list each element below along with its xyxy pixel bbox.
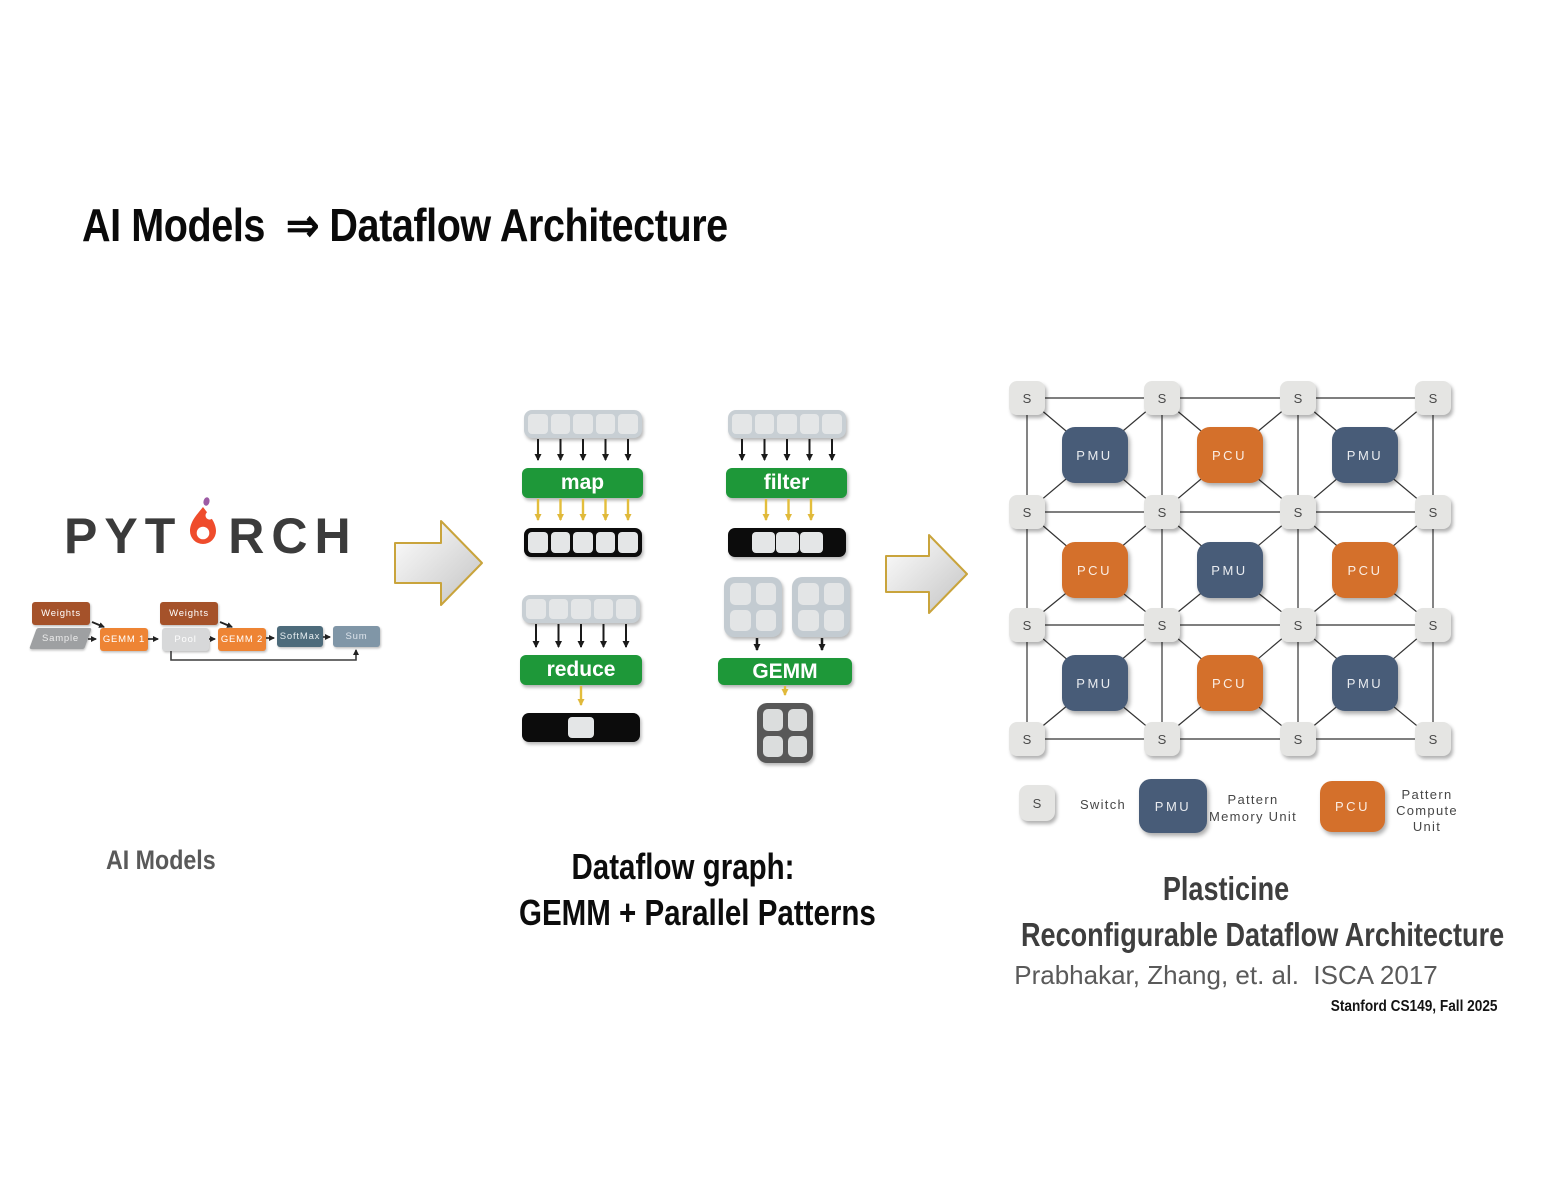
pcu-unit-r0c1: PCU: [1196, 427, 1263, 483]
pipeline-node-gemm2: GEMM 2: [218, 628, 266, 651]
right-arrow-shape-1: [394, 520, 483, 606]
filter-op-box: filter: [726, 468, 847, 498]
switch-node-r1c1: S: [1144, 495, 1180, 529]
switch-node-r2c0: S: [1009, 608, 1045, 642]
switch-node-r0c2: S: [1280, 381, 1316, 415]
gemm-op-box: GEMM: [718, 658, 852, 685]
legend-pcu-box: PCU: [1320, 781, 1385, 832]
pytorch-logo-text-left: PYT: [64, 508, 183, 564]
map-input-arrows: [534, 439, 632, 461]
reduce-output-arrow: [577, 686, 585, 706]
legend-pmu-label: Pattern Memory Unit: [1209, 792, 1297, 824]
gemm-output-arrow: [781, 686, 789, 696]
reduce-input-arrows: [532, 624, 630, 648]
pipeline-node-gemm1: GEMM 1: [100, 628, 148, 651]
right-caption-line1: Plasticine: [1162, 870, 1290, 907]
pytorch-logo: PYT RCH: [64, 496, 358, 561]
switch-node-r1c0: S: [1009, 495, 1045, 529]
pmu-unit-r2c2: PMU: [1332, 655, 1398, 711]
legend-pmu-box: PMU: [1139, 779, 1207, 833]
pipeline-node-softmax: SoftMax: [277, 626, 323, 647]
middle-caption-line2: GEMM + Parallel Patterns: [519, 892, 876, 933]
map-op-box: map: [522, 468, 643, 498]
pattern-reduce: reduce: [520, 593, 642, 743]
gemm-input-matrix-b: [792, 577, 850, 637]
pipeline-node-pool: Pool: [162, 628, 209, 651]
ai-model-pipeline: Weights Sample GEMM 1 Pool Weights GEMM …: [29, 596, 400, 681]
map-output-vector: [524, 528, 642, 557]
switch-node-r3c0: S: [1009, 722, 1045, 756]
gemm-input-arrows: [753, 638, 826, 651]
pmu-unit-r2c0: PMU: [1061, 655, 1128, 711]
pipeline-node-weights-2: Weights: [160, 602, 218, 625]
pcu-unit-r1c0: PCU: [1061, 542, 1128, 598]
right-caption: Plasticine Reconfigurable Dataflow Archi…: [976, 866, 1505, 990]
switch-node-r1c2: S: [1280, 495, 1316, 529]
reduce-input-vector: [522, 595, 640, 623]
pcu-unit-r2c1: PCU: [1196, 655, 1263, 711]
legend-switch-label: Switch: [1079, 797, 1127, 812]
switch-node-r2c3: S: [1415, 608, 1451, 642]
pattern-filter: filter: [726, 408, 847, 558]
gemm-input-matrix-a: [724, 577, 782, 637]
right-caption-line2: Reconfigurable Dataflow Architecture: [1021, 916, 1505, 953]
pipeline-node-weights-1: Weights: [32, 602, 90, 625]
left-caption: AI Models: [106, 845, 216, 875]
switch-node-r2c2: S: [1280, 608, 1316, 642]
pmu-unit-r1c1: PMU: [1196, 542, 1263, 598]
switch-node-r3c1: S: [1144, 722, 1180, 756]
slide-footer: Stanford CS149, Fall 2025: [1331, 998, 1498, 1015]
switch-node-r2c1: S: [1144, 608, 1180, 642]
map-input-vector: [524, 410, 642, 438]
pmu-unit-r0c0: PMU: [1061, 427, 1128, 483]
filter-input-arrows: [738, 439, 836, 461]
legend-switch-box: S: [1019, 785, 1055, 821]
map-output-arrows: [534, 499, 632, 521]
middle-caption: Dataflow graph: GEMM + Parallel Patterns: [519, 844, 876, 936]
right-caption-citation: Prabhakar, Zhang, et. al. ISCA 2017: [1014, 960, 1438, 990]
pytorch-logo-text-right: RCH: [228, 508, 358, 564]
right-arrow-shape-2: [885, 534, 968, 614]
slide-title: AI Models ⇒ Dataflow Architecture: [82, 199, 728, 251]
pmu-unit-r0c2: PMU: [1332, 427, 1398, 483]
pipeline-connectors: [88, 621, 359, 661]
gemm-output-matrix: [757, 703, 813, 763]
filter-input-vector: [728, 410, 846, 438]
switch-node-r3c2: S: [1280, 722, 1316, 756]
switch-node-r3c3: S: [1415, 722, 1451, 756]
switch-node-r0c3: S: [1415, 381, 1451, 415]
pipeline-node-sum: Sum: [333, 626, 380, 647]
switch-node-r0c0: S: [1009, 381, 1045, 415]
legend-pcu-label: Pattern Compute Unit: [1396, 787, 1458, 834]
filter-output-vector: [728, 528, 846, 557]
reduce-output-vector: [522, 713, 640, 742]
filter-output-arrows: [762, 499, 815, 521]
switch-node-r1c3: S: [1415, 495, 1451, 529]
pytorch-flame-icon: [182, 496, 222, 560]
pattern-gemm: GEMM: [718, 577, 852, 767]
middle-caption-line1: Dataflow graph:: [571, 846, 795, 887]
switch-node-r0c1: S: [1144, 381, 1180, 415]
pattern-map: map: [522, 408, 643, 558]
pcu-unit-r1c2: PCU: [1332, 542, 1398, 598]
reduce-op-box: reduce: [520, 655, 642, 685]
